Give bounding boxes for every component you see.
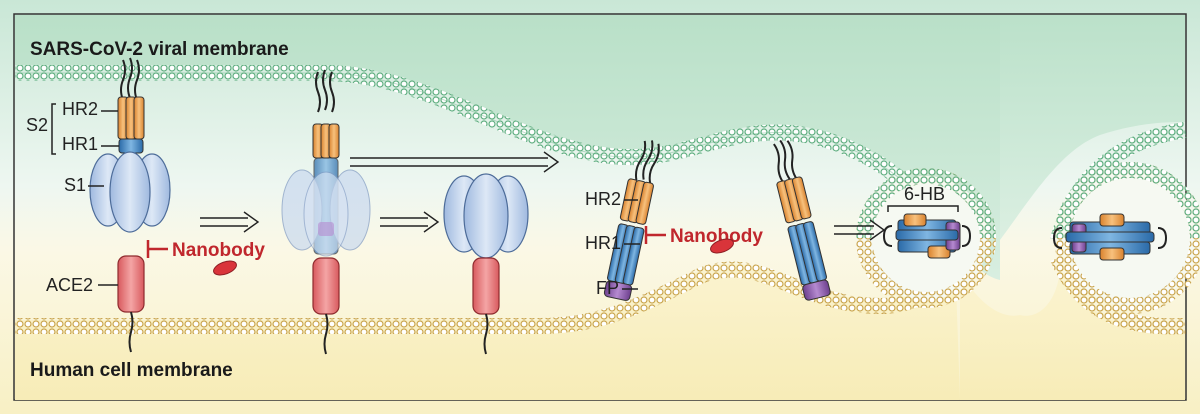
- label-hr2: HR2: [62, 99, 98, 119]
- human-membrane-label: Human cell membrane: [30, 360, 233, 381]
- nanobody-icon: [213, 260, 237, 276]
- six-helix-bundle-1: 6-HB: [882, 184, 972, 259]
- label-s1: S1: [64, 175, 86, 195]
- nanobody-inhibition-1: Nanobody: [146, 240, 265, 276]
- nanobody-icon-2: [710, 238, 734, 254]
- prehairpin-1: [603, 140, 660, 301]
- arrow-1: [200, 211, 260, 233]
- ace2-receptor-2: [312, 257, 340, 355]
- ace2-receptor-3: [472, 257, 500, 355]
- arrow-2: [380, 211, 440, 233]
- nanobody-label-2: Nanobody: [670, 226, 763, 247]
- label-hr1-b: HR1: [585, 233, 621, 253]
- label-fp: FP: [596, 278, 619, 298]
- ace2-receptor-1: [117, 255, 145, 353]
- label-6hb: 6-HB: [904, 184, 945, 204]
- s2-bracket: [51, 103, 56, 155]
- shed-s1: [443, 173, 529, 259]
- label-hr2-b: HR2: [585, 189, 621, 209]
- label-hr1: HR1: [62, 134, 98, 154]
- spike-bound-2: [281, 69, 371, 257]
- prehairpin-2: [773, 139, 831, 301]
- label-ace2: ACE2: [46, 275, 93, 295]
- spike-prefusion-1: [89, 57, 171, 233]
- six-helix-bundle-2: [1052, 213, 1168, 261]
- arrow-long: [350, 151, 560, 173]
- label-s2: S2: [26, 115, 48, 135]
- viral-membrane-label: SARS-CoV-2 viral membrane: [30, 39, 289, 60]
- nanobody-inhibition-2: Nanobody: [644, 226, 763, 254]
- nanobody-label-1: Nanobody: [172, 240, 265, 261]
